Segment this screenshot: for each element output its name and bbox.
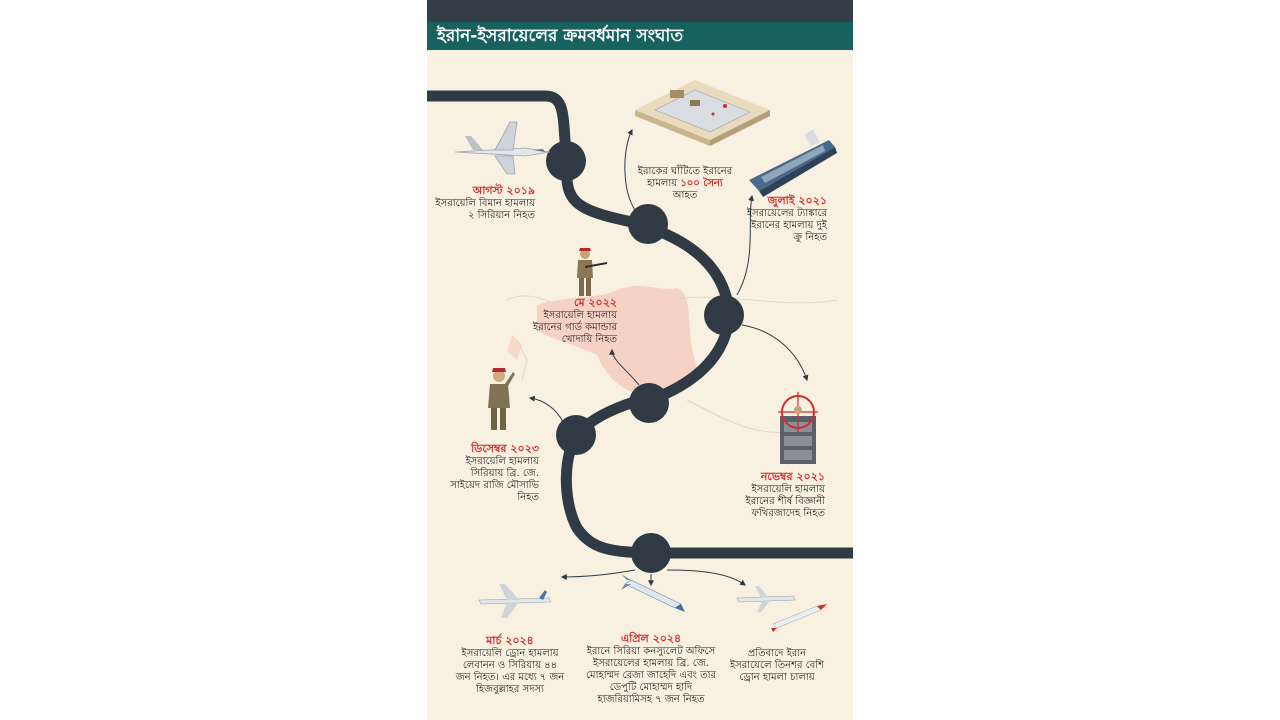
event-highlight: ১০০ সৈন্য bbox=[680, 178, 723, 189]
event-mar-2024: মার্চ ২০২৪ ইসরায়েলি ড্রোন হামলায় লেবান… bbox=[455, 634, 565, 696]
event-jul-2021: জুলাই ২০২১ ইসরায়েলের ট্যাঙ্কারে ইরানের … bbox=[745, 194, 827, 244]
event-date: জুলাই ২০২১ bbox=[767, 194, 827, 207]
infographic-poster: ইরান-ইসরায়েলের ক্রমবর্ধমান সংঘাত bbox=[427, 0, 853, 720]
saluting-officer-icon bbox=[488, 368, 515, 430]
timeline-artwork bbox=[427, 80, 853, 632]
event-date: মার্চ ২০২৪ bbox=[486, 634, 534, 647]
event-text-before: ইরাকের ঘাঁটিতে ইরানের হামলায় bbox=[637, 166, 733, 189]
connector-arrows bbox=[528, 128, 809, 587]
event-text: ইসরায়েলের ট্যাঙ্কারে ইরানের হামলায় দুই… bbox=[746, 208, 827, 243]
event-date: নভেম্বর ২০২১ bbox=[760, 470, 825, 483]
middle-east-map bbox=[506, 285, 838, 434]
event-text: ইসরায়েলি হামলায় সিরিয়ায় ব্রি. জে. সা… bbox=[450, 456, 539, 503]
event-date: ডিসেম্বর ২০২৩ bbox=[471, 442, 539, 455]
event-nov-2021: নভেম্বর ২০২১ ইসরায়েলি হামলায় ইরানের শী… bbox=[727, 470, 825, 520]
node-aug2019 bbox=[546, 141, 586, 181]
node-apr2024 bbox=[631, 533, 671, 573]
missile-icon bbox=[621, 574, 685, 612]
node-dec2023 bbox=[556, 415, 596, 455]
sniper-target-icon bbox=[778, 392, 818, 464]
node-iraq bbox=[628, 204, 668, 244]
event-retaliation: প্রতিবাদে ইরান ইসরায়েলে তিনশর বেশি ড্রো… bbox=[727, 648, 827, 684]
event-text: ইসরায়েলি বিমান হামলায় ২ সিরিয়ান নিহত bbox=[435, 198, 535, 221]
event-iraq-base: ইরাকের ঘাঁটিতে ইরানের হামলায় ১০০ সৈন্য … bbox=[635, 166, 735, 202]
soldier-icon bbox=[577, 248, 607, 296]
page-title: ইরান-ইসরায়েলের ক্রমবর্ধমান সংঘাত bbox=[437, 26, 684, 46]
event-text: ইরানে সিরিয়া কনস্যুলেট অফিসে ইসরায়েলের… bbox=[585, 646, 717, 705]
drone-icon-retaliation bbox=[736, 586, 827, 632]
tanker-ship-icon bbox=[749, 129, 837, 197]
event-text: ইসরায়েলি হামলায় ইরানের শীর্ষ বিজ্ঞানী … bbox=[745, 484, 825, 519]
fighter-jet-icon bbox=[454, 121, 551, 175]
event-date: মে ২০২২ bbox=[573, 296, 617, 309]
event-may-2022: মে ২০২২ ইসরায়েলি হামলায় ইরানের গার্ড ক… bbox=[531, 296, 617, 346]
event-text: প্রতিবাদে ইরান ইসরায়েলে তিনশর বেশি ড্রো… bbox=[729, 648, 825, 683]
event-date: আগস্ট ২০১৯ bbox=[472, 184, 535, 197]
event-text: ইসরায়েলি হামলায় ইরানের গার্ড কমান্ডার … bbox=[532, 310, 617, 345]
event-text: ইসরায়েলি ড্রোন হামলায় লেবানন ও সিরিয়া… bbox=[455, 648, 565, 695]
event-dec-2023: ডিসেম্বর ২০২৩ ইসরায়েলি হামলায় সিরিয়ায… bbox=[445, 442, 539, 504]
event-apr-2024: এপ্রিল ২০২৪ ইরানে সিরিয়া কনস্যুলেট অফিস… bbox=[583, 632, 719, 706]
event-aug-2019: আগস্ট ২০১৯ ইসরায়েলি বিমান হামলায় ২ সির… bbox=[435, 184, 535, 222]
event-date: এপ্রিল ২০২৪ bbox=[620, 632, 682, 645]
node-may2022 bbox=[629, 383, 669, 423]
drone-icon bbox=[478, 584, 552, 618]
event-text-after: আহত bbox=[672, 190, 698, 201]
top-bar bbox=[427, 0, 853, 22]
timeline-road bbox=[427, 90, 853, 559]
military-base-icon bbox=[635, 80, 770, 146]
node-jul2021 bbox=[704, 295, 744, 335]
title-bar bbox=[427, 22, 853, 50]
